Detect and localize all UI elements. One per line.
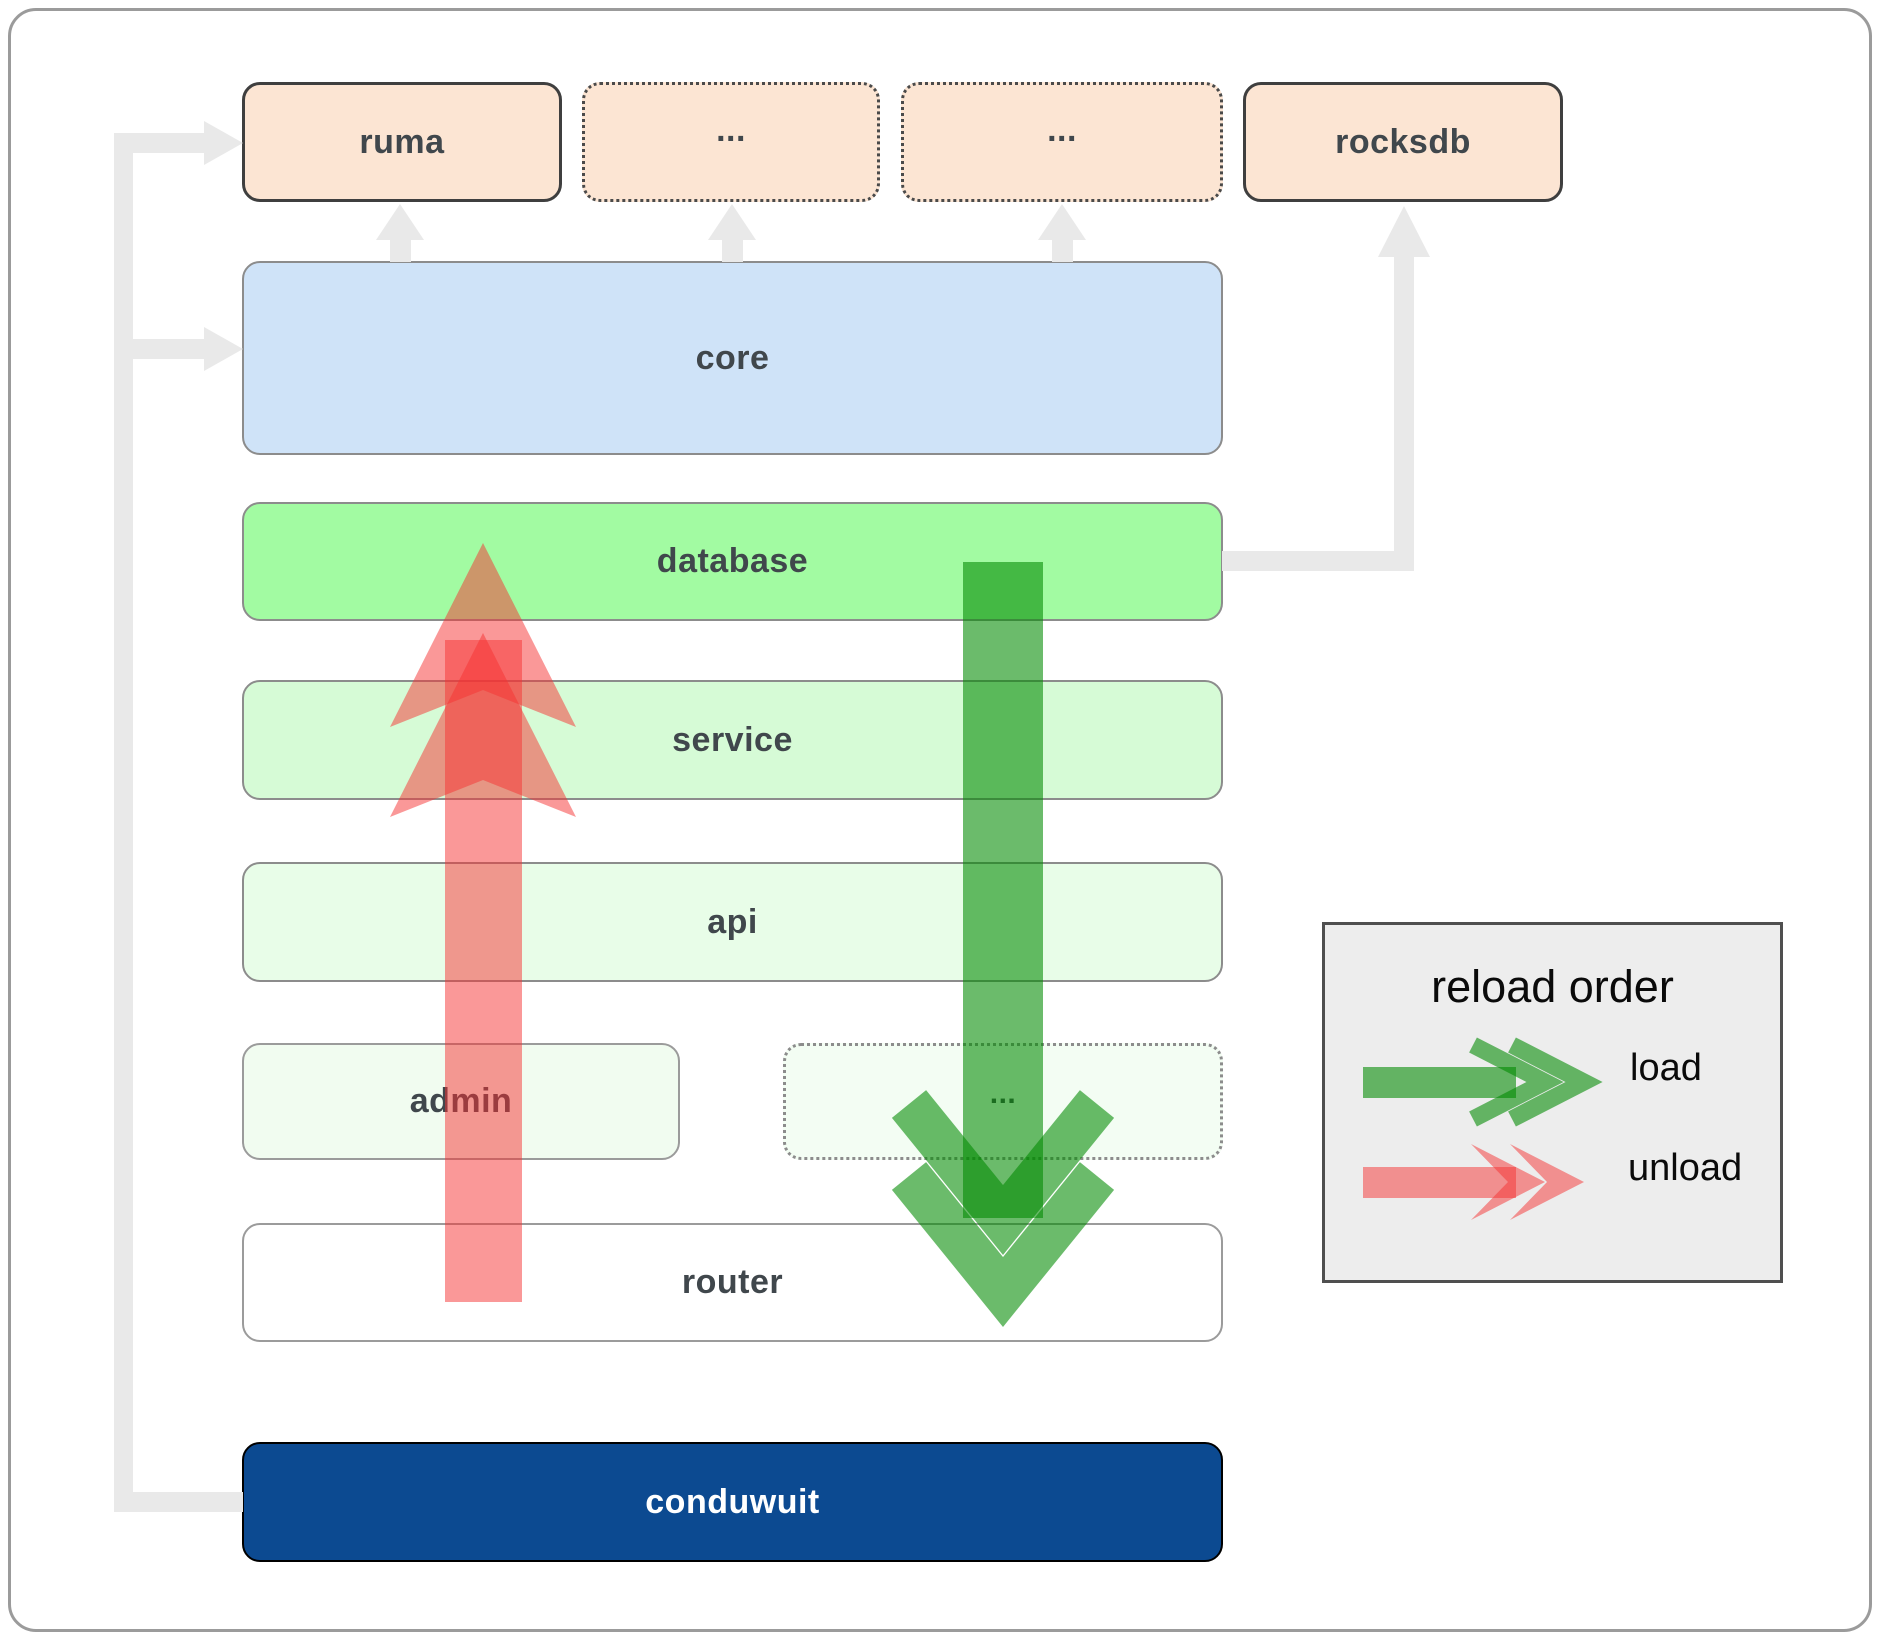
- node-admin-ellipsis: ...: [783, 1043, 1223, 1160]
- node-database: database: [242, 502, 1223, 621]
- node-conduwuit-label: conduwuit: [645, 1482, 820, 1521]
- node-core-label: core: [695, 338, 770, 377]
- node-service-label: service: [672, 720, 793, 759]
- node-ruma-label: ruma: [359, 122, 445, 161]
- node-ruma: ruma: [242, 82, 562, 202]
- node-database-label: database: [656, 542, 809, 580]
- node-router: router: [242, 1223, 1223, 1342]
- node-rocksdb-label: rocksdb: [1335, 122, 1471, 161]
- legend-load-label: load: [1630, 1047, 1702, 1089]
- node-dependency-ellipsis-1: ...: [582, 82, 880, 202]
- node-router-label: router: [681, 1263, 784, 1301]
- legend-box: reload order load unload: [1322, 922, 1783, 1283]
- legend-unload-label: unload: [1628, 1147, 1743, 1189]
- node-conduwuit: conduwuit: [242, 1442, 1223, 1562]
- node-admin-ellipsis-label: ...: [989, 1076, 1017, 1110]
- diagram-outer-frame: [8, 8, 1872, 1632]
- node-service: service: [242, 680, 1223, 800]
- node-api-label: api: [707, 902, 758, 941]
- node-dependency-ellipsis-2-label: ...: [1047, 110, 1077, 149]
- node-admin-label: admin: [409, 1082, 513, 1120]
- node-rocksdb: rocksdb: [1243, 82, 1563, 202]
- node-admin: admin: [242, 1043, 680, 1160]
- node-api: api: [242, 862, 1223, 982]
- node-core: core: [242, 261, 1223, 455]
- legend-title: reload order: [1431, 961, 1674, 1012]
- node-dependency-ellipsis-2: ...: [901, 82, 1223, 202]
- node-dependency-ellipsis-1-label: ...: [716, 110, 746, 149]
